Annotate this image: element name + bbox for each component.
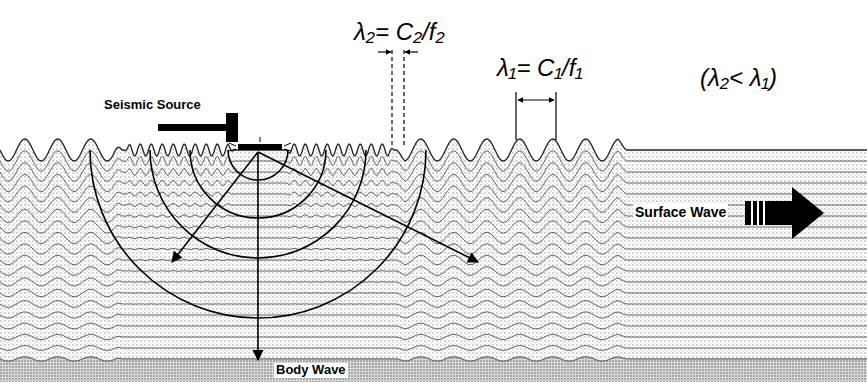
ground-layer-line bbox=[0, 221, 867, 233]
dimension-lambda1 bbox=[516, 92, 556, 140]
ground-layer-line bbox=[0, 278, 867, 286]
ground-layer-line bbox=[0, 312, 867, 318]
ground-layer-line bbox=[0, 232, 867, 243]
ray-arrow bbox=[172, 152, 258, 262]
ground-layer-line bbox=[0, 267, 867, 276]
bedrock-band bbox=[0, 356, 867, 382]
ray-arrow bbox=[257, 152, 259, 360]
ray-arrows bbox=[172, 152, 478, 360]
ground-layers bbox=[0, 139, 867, 361]
dimension-lambda2 bbox=[378, 50, 418, 146]
surface-wave-label: Surface Wave bbox=[633, 204, 728, 220]
ground-layer-line bbox=[0, 244, 867, 254]
wavelength-equation: λ₁= C₁/f₁ bbox=[497, 54, 583, 82]
ground-layer-line bbox=[0, 198, 867, 212]
body-wave-label: Body Wave bbox=[274, 363, 348, 378]
ground-layer-line bbox=[0, 151, 867, 171]
ground-layer-line bbox=[0, 174, 867, 191]
ground-layer-line bbox=[0, 346, 867, 351]
ground-layer-line bbox=[0, 334, 867, 339]
hammer-head bbox=[226, 113, 238, 142]
ground-layer-line bbox=[0, 163, 867, 182]
ground-layer-line bbox=[0, 357, 867, 361]
wavelength-comparison: (λ₂< λ₁) bbox=[700, 64, 777, 92]
ground-layer-line bbox=[0, 301, 867, 308]
ground-fill bbox=[0, 139, 867, 382]
impact-sparks bbox=[229, 137, 291, 151]
ground-layer-line bbox=[0, 289, 867, 296]
hammer-handle bbox=[158, 124, 228, 131]
hammer-symbol bbox=[158, 113, 291, 151]
ground-layer-line bbox=[0, 209, 867, 222]
wavelength-equation: λ₂= C₂/f₂ bbox=[354, 18, 445, 46]
source-label: Seismic Source bbox=[104, 98, 201, 113]
source-plate bbox=[238, 144, 282, 150]
layered-ground bbox=[0, 139, 867, 382]
ground-layer-line bbox=[0, 323, 867, 329]
ray-arrow bbox=[258, 152, 478, 262]
surface-wave-arrow bbox=[745, 187, 824, 239]
ground-layer-line bbox=[0, 186, 867, 202]
